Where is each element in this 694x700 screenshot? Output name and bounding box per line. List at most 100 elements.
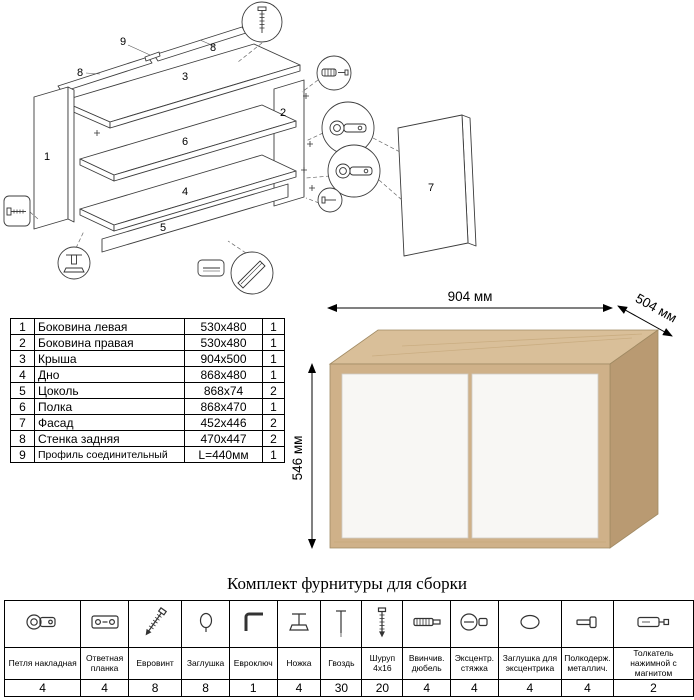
diagram-label-4: 4 [182, 186, 188, 198]
part-name: Фасад [34, 414, 185, 431]
hardware-item-qty: 30 [320, 679, 363, 698]
part-qty: 2 [262, 414, 285, 431]
part-num: 3 [10, 350, 35, 367]
hardware-item-qty: 1 [228, 679, 278, 698]
table-row: 8 Стенка задняя 470x447 2 [10, 430, 285, 447]
part-qty: 1 [262, 398, 285, 415]
part-num: 8 [10, 430, 35, 447]
part-top-panel-side-edge [109, 64, 301, 129]
hardware-item-name: Ввинчив. дюбель [402, 646, 452, 681]
part-left-side-panel [33, 86, 69, 230]
hex-key-icon [244, 612, 264, 631]
foot-icon [289, 612, 309, 631]
depth-dimension-label: 504 мм [633, 291, 679, 326]
callout-leader-lines [29, 42, 403, 254]
part-name: Цоколь [34, 382, 185, 399]
screw-in-dowel-icon-cell [402, 600, 452, 648]
part-size: 470x447 [184, 430, 263, 447]
cabinet-right-door [471, 373, 599, 539]
hardware-item-name: Гвоздь [320, 646, 363, 681]
part-size: 904x500 [184, 350, 263, 367]
part-qty: 1 [262, 366, 285, 383]
table-row: 7 Фасад 452x446 2 [10, 414, 285, 431]
part-name: Полка [34, 398, 185, 415]
assembled-cabinet-render: 904 мм 504 мм 546 мм [292, 289, 679, 549]
callout-foot [57, 246, 91, 280]
hardware-item-qty: 4 [497, 679, 563, 698]
cap-icon [199, 612, 212, 632]
part-shelf-side-edge [113, 120, 297, 182]
screw-icon-cell [361, 600, 404, 648]
part-qty: 2 [262, 382, 285, 399]
part-size: 868x480 [184, 366, 263, 383]
part-name: Дно [34, 366, 185, 383]
hardware-item-qty: 4 [80, 679, 129, 698]
cabinet-left-door [341, 373, 469, 539]
euroscrew-icon [145, 606, 168, 635]
part-size: 530x480 [184, 334, 263, 351]
table-row: 9 Профиль соединительный L=440мм 1 [10, 446, 285, 463]
shelf-support-icon [575, 615, 597, 628]
diagram-label-3: 3 [182, 71, 188, 83]
part-num: 4 [10, 366, 35, 383]
hardware-qty-row: 4 4 8 8 1 4 30 20 4 4 4 4 2 [3, 679, 694, 698]
foot-icon-cell [276, 600, 322, 648]
table-row: 4 Дно 868x480 1 [10, 366, 285, 383]
nail-icon [336, 609, 347, 637]
part-bottom-side-edge [113, 170, 297, 232]
part-door [397, 114, 469, 257]
depth-dimension-line [617, 305, 673, 337]
diagram-label-6: 6 [182, 136, 188, 148]
part-name: Профиль соединительный [34, 446, 185, 463]
part-num: 6 [10, 398, 35, 415]
diagram-label-8b: 8 [210, 42, 216, 54]
hinge-icon-cell [3, 600, 82, 648]
table-row: 5 Цоколь 868x74 2 [10, 382, 285, 399]
cam-cap-icon [520, 614, 540, 629]
part-qty: 1 [262, 350, 285, 367]
nail-icon-cell [320, 600, 363, 648]
cam-lock-icon-cell [450, 600, 499, 648]
hardware-item-qty: 8 [127, 679, 183, 698]
table-row: 1 Боковина левая 530x480 1 [10, 318, 285, 335]
hex-key-icon-cell [228, 600, 278, 648]
diagram-label-1: 1 [44, 151, 50, 163]
wood-grain [334, 333, 643, 543]
cam-cap-icon-cell [497, 600, 563, 648]
hardware-kit-table: Петля накладная Ответная планка Евровинт… [3, 600, 694, 698]
hardware-item-name: Заглушка [181, 646, 230, 681]
part-connecting-profile [144, 51, 161, 62]
hardware-item-name: Ответная планка [80, 646, 129, 681]
hardware-item-name: Петля накладная [3, 646, 82, 681]
part-name: Стенка задняя [34, 430, 185, 447]
hardware-item-name: Евроключ [228, 646, 278, 681]
hardware-kit-title: Комплект фурнитуры для сборки [227, 574, 467, 593]
mounting-plate-icon-cell [80, 600, 129, 648]
hinge-icon [26, 613, 56, 630]
hardware-item-name: Заглушка для эксцентрика [497, 646, 563, 681]
screw-icon [378, 606, 387, 637]
part-num: 1 [10, 318, 35, 335]
hardware-item-qty: 8 [181, 679, 230, 698]
callout-hinge-bottom [327, 144, 381, 198]
euroscrew-icon-cell [127, 600, 183, 648]
part-size: L=440мм [184, 446, 263, 463]
part-qty: 1 [262, 446, 285, 463]
part-name: Боковина правая [34, 334, 185, 351]
hardware-names-row: Петля накладная Ответная планка Евровинт… [3, 646, 694, 681]
hardware-item-qty: 4 [402, 679, 452, 698]
part-plinth [101, 183, 289, 253]
hardware-item-name: Эксцентр. стяжка [450, 646, 499, 681]
hardware-item-name: Толкатель нажимной с магнитом [612, 646, 694, 681]
cap-icon-cell [181, 600, 230, 648]
shelf-support-icon-cell [561, 600, 614, 648]
part-num: 9 [10, 446, 35, 463]
hardware-item-qty: 4 [450, 679, 499, 698]
diagram-label-8a: 8 [77, 67, 83, 79]
part-num: 7 [10, 414, 35, 431]
hardware-icons-row [3, 600, 694, 648]
hardware-item-qty: 4 [3, 679, 82, 698]
part-size: 868x470 [184, 398, 263, 415]
part-name: Боковина левая [34, 318, 185, 335]
label-leader-lines [85, 39, 215, 75]
